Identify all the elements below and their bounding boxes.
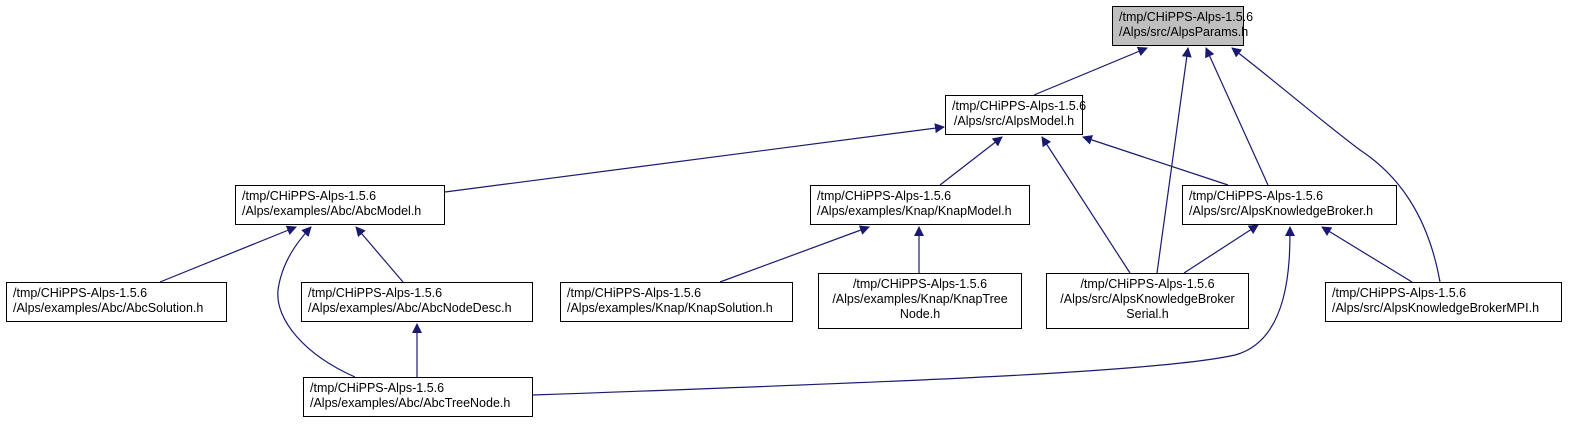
edge-brokerserial-to-params bbox=[1156, 47, 1192, 274]
edge-brokermpi-to-params bbox=[1231, 47, 1441, 283]
node-line: Serial.h bbox=[1126, 307, 1169, 321]
node-line: /tmp/CHiPPS-Alps-1.5.6 bbox=[1119, 10, 1254, 24]
node-line: /tmp/CHiPPS-Alps-1.5.6 bbox=[242, 189, 377, 203]
node-abcnodedesc[interactable]: /tmp/CHiPPS-Alps-1.5.6 /Alps/examples/Ab… bbox=[301, 282, 533, 322]
node-alpsmodel[interactable]: /tmp/CHiPPS-Alps-1.5.6 /Alps/src/AlpsMod… bbox=[945, 95, 1087, 135]
node-line: /Alps/src/AlpsModel.h bbox=[953, 114, 1075, 128]
edge-brokerserial-to-model bbox=[1041, 136, 1131, 274]
node-line: /tmp/CHiPPS-Alps-1.5.6 bbox=[13, 286, 148, 300]
edge-abcnodedesc-to-abcmodel bbox=[355, 226, 404, 283]
edge-broker-to-model bbox=[1082, 135, 1229, 186]
edge-brokermpi-to-broker bbox=[1321, 226, 1413, 283]
edge-abctreenode-to-abcmodel bbox=[277, 226, 356, 378]
node-line: /tmp/CHiPPS-Alps-1.5.6 bbox=[308, 286, 443, 300]
edge-abcmodel-to-model bbox=[444, 123, 945, 193]
node-line: /Alps/src/AlpsKnowledgeBroker bbox=[1060, 292, 1235, 306]
node-line: /Alps/src/AlpsParams.h bbox=[1119, 25, 1249, 39]
node-line: /tmp/CHiPPS-Alps-1.5.6 bbox=[952, 99, 1087, 113]
node-line: /tmp/CHiPPS-Alps-1.5.6 bbox=[1189, 189, 1324, 203]
edge-broker-to-params bbox=[1205, 47, 1269, 186]
node-abctreenode[interactable]: /tmp/CHiPPS-Alps-1.5.6 /Alps/examples/Ab… bbox=[303, 377, 533, 417]
node-alpsparams[interactable]: /tmp/CHiPPS-Alps-1.5.6 /Alps/src/AlpsPar… bbox=[1112, 6, 1254, 46]
node-abcmodel[interactable]: /tmp/CHiPPS-Alps-1.5.6 /Alps/examples/Ab… bbox=[235, 185, 445, 225]
node-line: /Alps/examples/Abc/AbcSolution.h bbox=[13, 301, 204, 315]
node-line: /Alps/examples/Knap/KnapSolution.h bbox=[567, 301, 773, 315]
node-line: /tmp/CHiPPS-Alps-1.5.6 bbox=[1332, 286, 1467, 300]
node-line: /Alps/examples/Knap/KnapModel.h bbox=[817, 204, 1012, 218]
node-line: /Alps/examples/Abc/AbcModel.h bbox=[242, 204, 422, 218]
edge-brokerserial-to-broker bbox=[1183, 224, 1259, 274]
node-line: Node.h bbox=[899, 307, 941, 321]
node-line: /Alps/src/AlpsKnowledgeBroker.h bbox=[1189, 204, 1374, 218]
node-line: /tmp/CHiPPS-Alps-1.5.6 bbox=[817, 189, 952, 203]
node-line: /Alps/examples/Knap/KnapTree bbox=[832, 292, 1008, 306]
node-line: /Alps/examples/Abc/AbcNodeDesc.h bbox=[308, 301, 512, 315]
node-line: /Alps/src/AlpsKnowledgeBrokerMPI.h bbox=[1332, 301, 1540, 315]
node-alpsknowledgebrokerserial[interactable]: /tmp/CHiPPS-Alps-1.5.6 /Alps/src/AlpsKno… bbox=[1046, 273, 1249, 329]
edge-abctreenode-to-broker bbox=[532, 226, 1295, 396]
edge-knapsolution-to-knapmodel bbox=[719, 225, 870, 283]
node-line: /tmp/CHiPPS-Alps-1.5.6 bbox=[310, 381, 445, 395]
node-knaptreenode[interactable]: /tmp/CHiPPS-Alps-1.5.6 /Alps/examples/Kn… bbox=[818, 273, 1022, 329]
node-line: /tmp/CHiPPS-Alps-1.5.6 bbox=[1080, 277, 1215, 291]
node-knapsolution[interactable]: /tmp/CHiPPS-Alps-1.5.6 /Alps/examples/Kn… bbox=[560, 282, 793, 322]
node-knapmodel[interactable]: /tmp/CHiPPS-Alps-1.5.6 /Alps/examples/Kn… bbox=[810, 185, 1030, 225]
node-line: /Alps/examples/Abc/AbcTreeNode.h bbox=[310, 396, 511, 410]
node-alpsknowledgebrokermpi[interactable]: /tmp/CHiPPS-Alps-1.5.6 /Alps/src/AlpsKno… bbox=[1325, 282, 1562, 322]
node-alpsknowledgebroker[interactable]: /tmp/CHiPPS-Alps-1.5.6 /Alps/src/AlpsKno… bbox=[1182, 185, 1397, 225]
edge-model-to-params bbox=[1033, 46, 1148, 96]
node-line: /tmp/CHiPPS-Alps-1.5.6 bbox=[567, 286, 702, 300]
edge-knapmodel-to-model bbox=[939, 136, 1003, 186]
edge-abcsolution-to-abcmodel bbox=[159, 225, 297, 283]
node-line: /tmp/CHiPPS-Alps-1.5.6 bbox=[852, 277, 988, 291]
node-abcsolution[interactable]: /tmp/CHiPPS-Alps-1.5.6 /Alps/examples/Ab… bbox=[6, 282, 227, 322]
